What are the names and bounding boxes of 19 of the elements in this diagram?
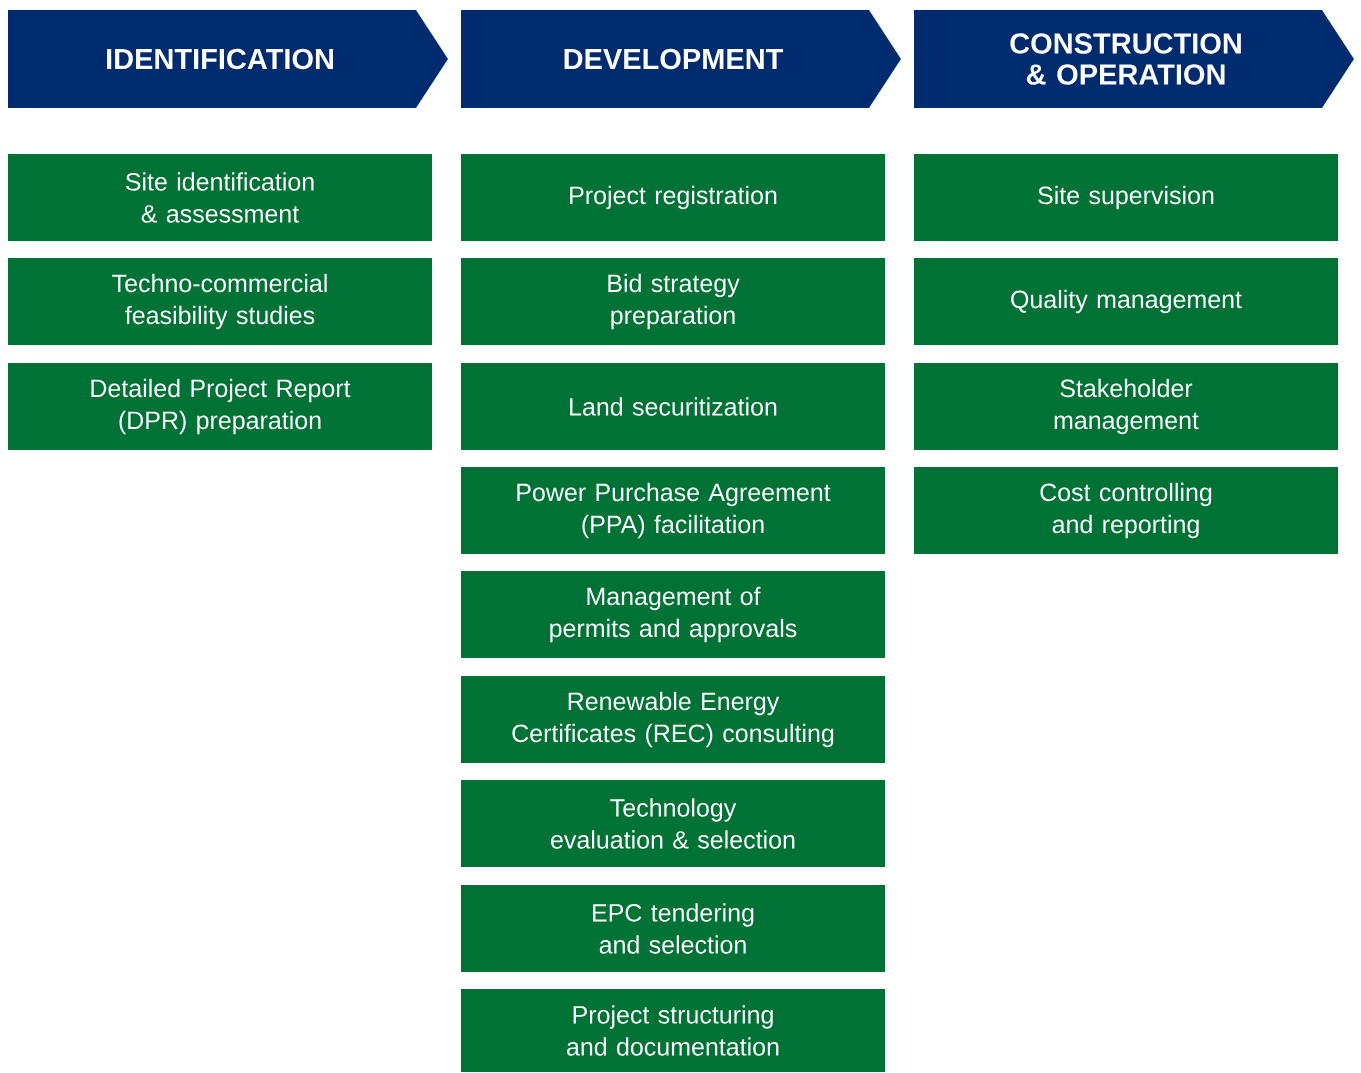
service-box: Land securitization xyxy=(461,363,885,450)
service-box: Stakeholder management xyxy=(914,363,1338,450)
service-box: Techno-commercial feasibility studies xyxy=(8,258,432,345)
service-box: Project registration xyxy=(461,154,885,241)
service-box: Quality management xyxy=(914,258,1338,345)
service-box: Cost controlling and reporting xyxy=(914,467,1338,554)
service-box: EPC tendering and selection xyxy=(461,885,885,972)
chevron-header: CONSTRUCTION & OPERATION xyxy=(914,10,1354,108)
chevron-header: IDENTIFICATION xyxy=(8,10,448,108)
chevron-header: DEVELOPMENT xyxy=(461,10,901,108)
service-box: Project structuring and documentation xyxy=(461,989,885,1072)
service-box: Power Purchase Agreement (PPA) facilitation xyxy=(461,467,885,554)
service-box: Detailed Project Report (DPR) preparation xyxy=(8,363,432,450)
service-box: Site supervision xyxy=(914,154,1338,241)
service-box: Renewable Energy Certificates (REC) consulting xyxy=(461,676,885,763)
service-box: Management of permits and approvals xyxy=(461,571,885,658)
service-box: Technology evaluation & selection xyxy=(461,780,885,867)
service-box: Site identification & assessment xyxy=(8,154,432,241)
service-box: Bid strategy preparation xyxy=(461,258,885,345)
